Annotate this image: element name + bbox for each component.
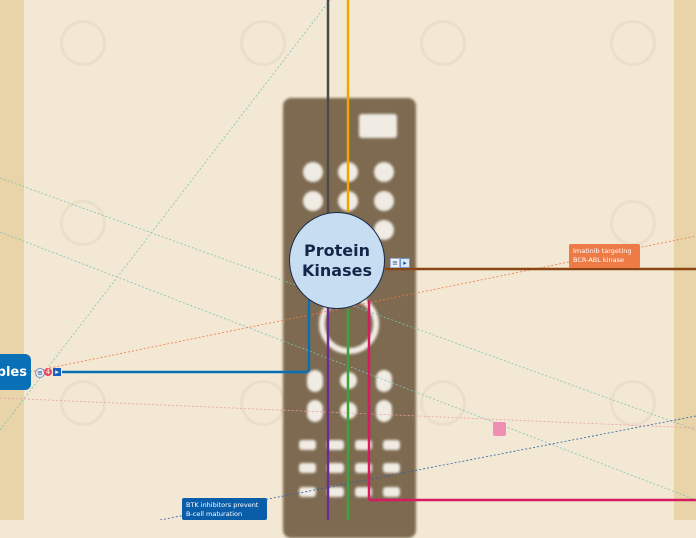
- watermark-icon: [60, 20, 106, 66]
- collapsed-topic-marker[interactable]: [493, 422, 506, 436]
- branch-line-blue: [62, 300, 311, 374]
- remote-button: [355, 463, 372, 473]
- remote-button: [383, 463, 400, 473]
- play-icon[interactable]: ▸: [53, 368, 61, 376]
- central-topic-line1: Protein: [304, 240, 370, 260]
- notes-icon[interactable]: ≡: [390, 258, 400, 268]
- watermark-icon: [420, 20, 466, 66]
- topic-examples-label: ples: [0, 364, 27, 380]
- remote-button: [299, 487, 316, 497]
- watermark-icon: [420, 380, 466, 426]
- branch-line-magenta: [367, 300, 696, 502]
- remote-button: [355, 440, 372, 450]
- central-topic-line2: Kinases: [302, 260, 372, 280]
- remote-button: [327, 463, 344, 473]
- watermark-icon: [60, 200, 106, 246]
- remote-button: [327, 487, 344, 497]
- topic-imatinib-label: Imatinib targeting BCR-ABL kinase: [573, 247, 632, 264]
- topic-btk-label: BTK inhibitors prevent B-cell maturation: [186, 501, 259, 518]
- remote-button: [327, 440, 344, 450]
- remote-button: [383, 487, 400, 497]
- watermark-icon: [610, 380, 656, 426]
- remote-button: [355, 487, 372, 497]
- watermark-icon: [240, 20, 286, 66]
- remote-button: [374, 162, 394, 182]
- remote-button: [299, 463, 316, 473]
- topic-btk-inhibitors[interactable]: BTK inhibitors prevent B-cell maturation: [182, 498, 267, 520]
- relationship-line: [29, 235, 696, 373]
- remote-button: [303, 162, 323, 182]
- watermark-icon: [60, 380, 106, 426]
- relationship-line: [159, 415, 696, 520]
- central-topic[interactable]: Protein Kinases: [289, 212, 385, 309]
- relationship-line: [0, 177, 696, 431]
- remote-button: [307, 370, 323, 392]
- relationship-line: [0, 0, 331, 431]
- remote-button: [303, 191, 323, 211]
- remote-power-button: [359, 114, 397, 138]
- flag-icon[interactable]: 4: [44, 368, 52, 376]
- topic-imatinib[interactable]: Imatinib targeting BCR-ABL kinase: [569, 244, 640, 268]
- remote-button: [307, 400, 323, 422]
- remote-button: [374, 191, 394, 211]
- remote-button: [374, 220, 394, 240]
- remote-button: [376, 370, 392, 392]
- topic-examples[interactable]: ples: [0, 354, 31, 390]
- play-icon[interactable]: ▸: [400, 258, 410, 268]
- remote-button: [383, 440, 400, 450]
- canvas-right-border: [674, 0, 696, 520]
- watermark-icon: [610, 20, 656, 66]
- canvas-left-border: [0, 0, 24, 520]
- remote-button: [299, 440, 316, 450]
- remote-button: [376, 400, 392, 422]
- connector-lines: [0, 0, 696, 520]
